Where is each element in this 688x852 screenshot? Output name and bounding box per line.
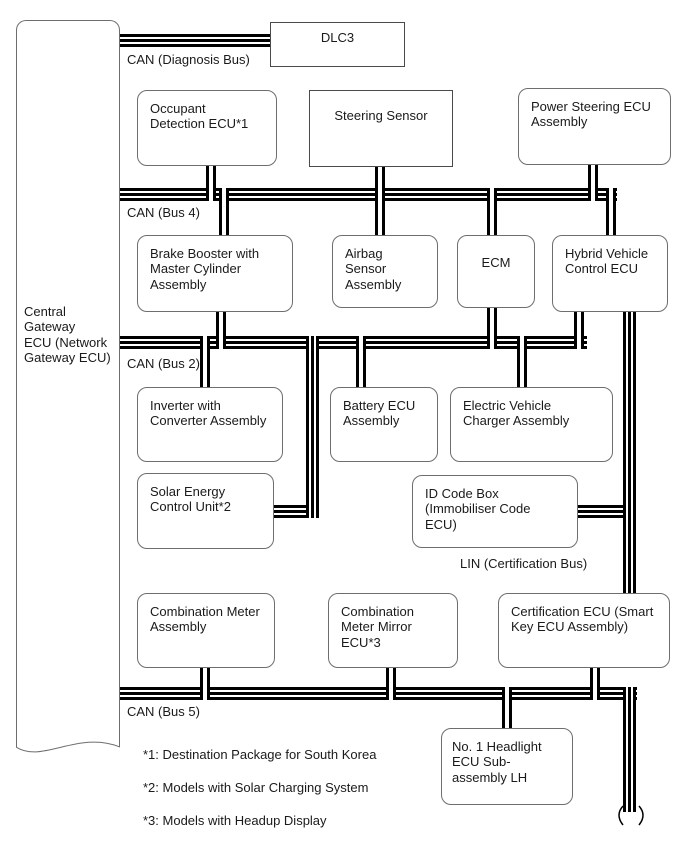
lin-branch-line <box>578 505 636 518</box>
node-headlight-ecu: No. 1 Headlight ECU Sub-assembly LH <box>441 728 573 805</box>
node-brake-booster: Brake Booster with Master Cylinder Assem… <box>137 235 293 312</box>
label-can-bus4: CAN (Bus 4) <box>127 205 200 220</box>
drop-combination-meter <box>200 668 210 700</box>
drop-brake-booster-bottom <box>216 311 226 349</box>
node-inverter-converter: Inverter with Converter Assembly <box>137 387 283 462</box>
drop-battery <box>356 336 366 387</box>
drop-hybrid-top <box>606 188 616 235</box>
label-can-bus5: CAN (Bus 5) <box>127 704 200 719</box>
node-hybrid-vehicle-control-ecu: Hybrid Vehicle Control ECU <box>552 235 668 312</box>
drop-occupant-detection <box>206 166 216 201</box>
drop-steering-to-airbag <box>375 166 385 235</box>
drop-ecm-top <box>487 188 497 235</box>
node-steering-sensor: Steering Sensor <box>309 90 453 167</box>
drop-power-steering <box>588 165 598 201</box>
drop-headlight <box>502 687 512 728</box>
lin-certification-trunk-line <box>623 311 636 593</box>
label-lin-certification-bus: LIN (Certification Bus) <box>460 556 588 571</box>
can-bus5-line <box>120 687 637 700</box>
drop-ecm-bottom <box>487 307 497 349</box>
footnote-3: *3: Models with Headup Display <box>143 813 327 828</box>
footnote-2: *2: Models with Solar Charging System <box>143 780 369 795</box>
node-airbag-sensor: Airbag Sensor Assembly <box>332 235 438 308</box>
gateway-torn-bottom-edge <box>16 741 120 753</box>
can-diagnosis-bus-line <box>120 34 270 47</box>
footnote-1: *1: Destination Package for South Korea <box>143 747 377 762</box>
node-ev-charger: Electric Vehicle Charger Assembly <box>450 387 613 462</box>
node-certification-ecu: Certification ECU (Smart Key ECU Assembl… <box>498 593 670 668</box>
solar-trunk-line <box>306 336 319 518</box>
node-solar-energy-control-unit: Solar Energy Control Unit*2 <box>137 473 274 549</box>
drop-ev-charger <box>517 336 527 387</box>
drop-certification-bottom <box>590 668 600 700</box>
node-ecm: ECM <box>457 235 535 308</box>
can-bus2-line <box>120 336 587 349</box>
label-can-diagnosis-bus: CAN (Diagnosis Bus) <box>127 52 250 67</box>
trunk-torn-end <box>618 805 644 826</box>
node-occupant-detection-ecu: Occupant Detection ECU*1 <box>137 90 277 166</box>
drop-hybrid-bottom-left <box>574 311 584 349</box>
label-can-bus2: CAN (Bus 2) <box>127 356 200 371</box>
drop-brake-booster-top <box>219 188 229 235</box>
node-id-code-box: ID Code Box (Immobiliser Code ECU) <box>412 475 578 548</box>
node-dlc3: DLC3 <box>270 22 405 67</box>
drop-meter-mirror <box>386 668 396 700</box>
node-combination-meter: Combination Meter Assembly <box>137 593 275 668</box>
can-bus4-line <box>120 188 617 201</box>
node-central-gateway-ecu: Central Gateway ECU (Network Gateway ECU… <box>16 20 120 747</box>
node-battery-ecu: Battery ECU Assembly <box>330 387 438 462</box>
drop-inverter <box>200 336 210 387</box>
node-combination-meter-mirror-ecu: Combination Meter Mirror ECU*3 <box>328 593 458 668</box>
bus5-continuation-trunk-line <box>623 687 636 812</box>
node-power-steering-ecu: Power Steering ECU Assembly <box>518 88 671 165</box>
